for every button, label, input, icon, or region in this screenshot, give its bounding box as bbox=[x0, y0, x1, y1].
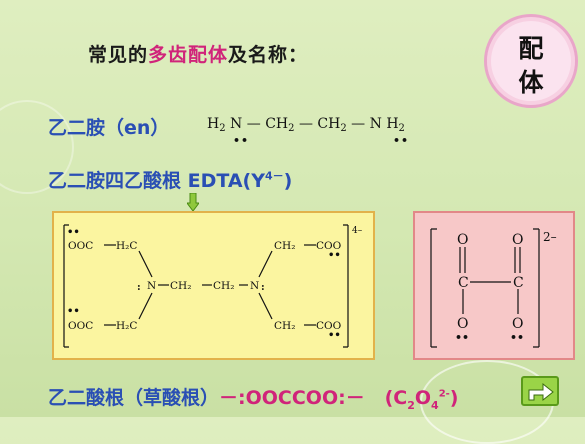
group-ooc: OOC bbox=[68, 240, 93, 252]
oxygen-atom: O bbox=[512, 232, 523, 248]
lone-pair-dots: •• bbox=[510, 331, 524, 344]
lone-pair-dots: •• bbox=[233, 134, 250, 147]
edta-charge: 4– bbox=[352, 226, 363, 236]
nitrogen-atom: N bbox=[147, 280, 156, 292]
group-h2c: H₂C bbox=[116, 240, 137, 252]
lone-pair-dots: •• bbox=[455, 331, 469, 344]
topic-badge: 配 体 bbox=[484, 14, 578, 108]
lone-pair-dots: •• bbox=[328, 330, 341, 341]
carbon-atom: C bbox=[458, 275, 469, 291]
oxalate-name-line: 乙二酸根（草酸根）－:OOCCOO:－ (C2O42-) bbox=[48, 387, 459, 412]
oxalate-structure: O O C C O O 2– •• •• bbox=[430, 228, 557, 348]
group-ch2: CH₂ bbox=[274, 320, 295, 332]
carbon-atom: C bbox=[513, 275, 524, 291]
lone-pair-dots: •• bbox=[393, 134, 410, 147]
group-coo: COO bbox=[316, 320, 342, 332]
return-button[interactable] bbox=[521, 376, 559, 406]
edta-label: 乙二胺四乙酸根 EDTA(Y4－) bbox=[48, 169, 293, 192]
edta-structure: OOC H₂C OOC H₂C CH₂ COO CH₂ COO N CH₂ CH… bbox=[63, 224, 363, 348]
oxygen-atom: O bbox=[457, 232, 468, 248]
en-label: 乙二胺（en） bbox=[48, 117, 170, 139]
arrow-down-icon bbox=[187, 193, 199, 211]
oxygen-atom: O bbox=[512, 316, 523, 332]
badge-char-2: 体 bbox=[518, 68, 544, 97]
badge-char-1: 配 bbox=[518, 34, 544, 63]
oxygen-atom: O bbox=[457, 316, 468, 332]
group-ooc: OOC bbox=[68, 320, 93, 332]
group-coo: COO bbox=[316, 240, 342, 252]
oxalate-ion-formula: (C2O42-) bbox=[384, 387, 459, 412]
oxalate-charge: 2– bbox=[543, 230, 557, 244]
group-ch2: CH₂ bbox=[274, 240, 295, 252]
lone-pair-dots: : bbox=[137, 282, 141, 293]
group-h2c: H₂C bbox=[116, 320, 137, 332]
lone-pair-dots: •• bbox=[67, 227, 80, 238]
lone-pair-dots: : bbox=[261, 282, 265, 293]
oxalate-structure-panel: O O C C O O 2– •• •• bbox=[413, 211, 575, 360]
lone-pair-dots: •• bbox=[328, 250, 341, 261]
return-arrow-icon bbox=[528, 382, 554, 402]
group-ch2: CH₂ bbox=[213, 280, 234, 292]
en-formula: H2 N — CH2 — CH2 — N H2 bbox=[207, 116, 405, 134]
edta-structure-panel: OOC H₂C OOC H₂C CH₂ COO CH₂ COO N CH₂ CH… bbox=[52, 211, 375, 360]
lone-pair-dots: •• bbox=[67, 306, 80, 317]
group-ch2: CH₂ bbox=[170, 280, 191, 292]
nitrogen-atom: N bbox=[250, 280, 259, 292]
page-title: 常见的多齿配体及名称： bbox=[88, 44, 309, 66]
